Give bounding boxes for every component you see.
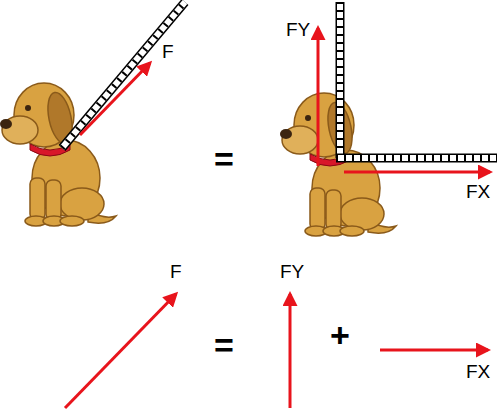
force-label: F [170, 262, 182, 281]
force-arrow [289, 294, 292, 408]
force-arrow [344, 171, 490, 174]
force-arrow [380, 349, 488, 352]
force-label: FY [286, 20, 310, 39]
leash [336, 2, 497, 158]
force-arrow [65, 294, 176, 408]
force-label: FY [280, 262, 304, 281]
force-label: FX [466, 362, 490, 381]
force-arrow [80, 63, 150, 135]
leash [62, 2, 185, 148]
force-label: FX [466, 182, 490, 201]
force-label: F [162, 42, 174, 61]
equals-sign: = [214, 142, 234, 176]
plus-sign: + [330, 318, 350, 352]
force-arrow [317, 28, 320, 166]
equals-sign: = [214, 328, 234, 362]
